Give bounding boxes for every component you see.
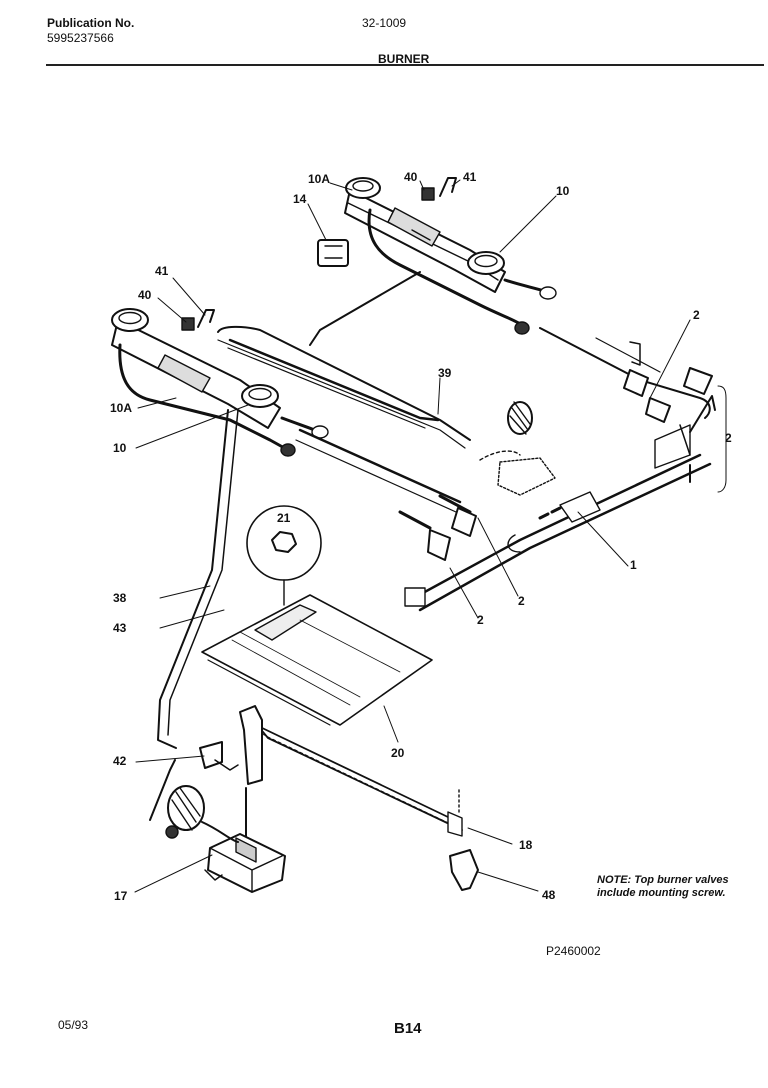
front-burner-assembly [111, 308, 329, 457]
figure-id: P2460002 [546, 944, 601, 958]
oven-valve-17 [165, 785, 286, 893]
oven-supply-tubes [149, 409, 239, 821]
callout-17: 17 [114, 889, 128, 903]
callout-2-mid: 2 [518, 594, 525, 608]
bracket-48 [449, 849, 479, 891]
leader-lines [134, 179, 727, 893]
callout-2-right: 2 [725, 431, 732, 445]
rear-burner-assembly [317, 177, 557, 335]
callout-2-rear: 2 [693, 308, 700, 322]
ignitor-14 [317, 239, 349, 267]
header-rule [46, 64, 764, 66]
manifold-1 [408, 453, 702, 602]
callout-10a-rear: 10A [308, 172, 331, 186]
publication-number: 5995237566 [47, 31, 114, 45]
callout-40-rear: 40 [404, 170, 418, 184]
callout-20: 20 [391, 746, 405, 760]
callout-42: 42 [113, 754, 127, 768]
callout-10-front: 10 [113, 441, 127, 455]
callout-48: 48 [542, 888, 556, 902]
callout-39: 39 [438, 366, 452, 380]
callout-38: 38 [113, 591, 127, 605]
gas-tubes [217, 271, 716, 612]
model-number: 32-1009 [362, 16, 407, 30]
valve-2-front-left [427, 529, 451, 561]
valve-2-rear-left [623, 369, 649, 397]
callout-2-front: 2 [477, 613, 484, 627]
footer-page: B14 [394, 1020, 422, 1037]
baffle-20 [201, 594, 433, 726]
callout-1: 1 [630, 558, 637, 572]
callout-43: 43 [113, 621, 127, 635]
callout-10a-front: 10A [110, 401, 133, 415]
nut-21-detail [246, 505, 322, 606]
callout-10-rear: 10 [556, 184, 570, 198]
nut-40-rear [421, 187, 435, 201]
callout-14: 14 [293, 192, 307, 206]
note-line-1: NOTE: Top burner valves [597, 874, 729, 886]
footer-date: 05/93 [58, 1018, 89, 1032]
section-title: BURNER [378, 52, 430, 66]
note-line-2: include mounting screw. [597, 887, 726, 899]
callout-41-rear: 41 [463, 170, 477, 184]
valve-2-rear-right [683, 367, 713, 395]
oven-burner-18 [239, 705, 463, 837]
note-text: NOTE: Top burner valves include mounting… [597, 874, 729, 900]
clip-41-rear [439, 177, 457, 197]
callout-21: 21 [277, 511, 291, 525]
callout-18: 18 [519, 838, 533, 852]
publication-label: Publication No. [47, 16, 135, 30]
callout-40-front: 40 [138, 288, 152, 302]
clip-41-front [197, 309, 215, 328]
bracket-42 [199, 741, 223, 769]
callout-41-front: 41 [155, 264, 169, 278]
